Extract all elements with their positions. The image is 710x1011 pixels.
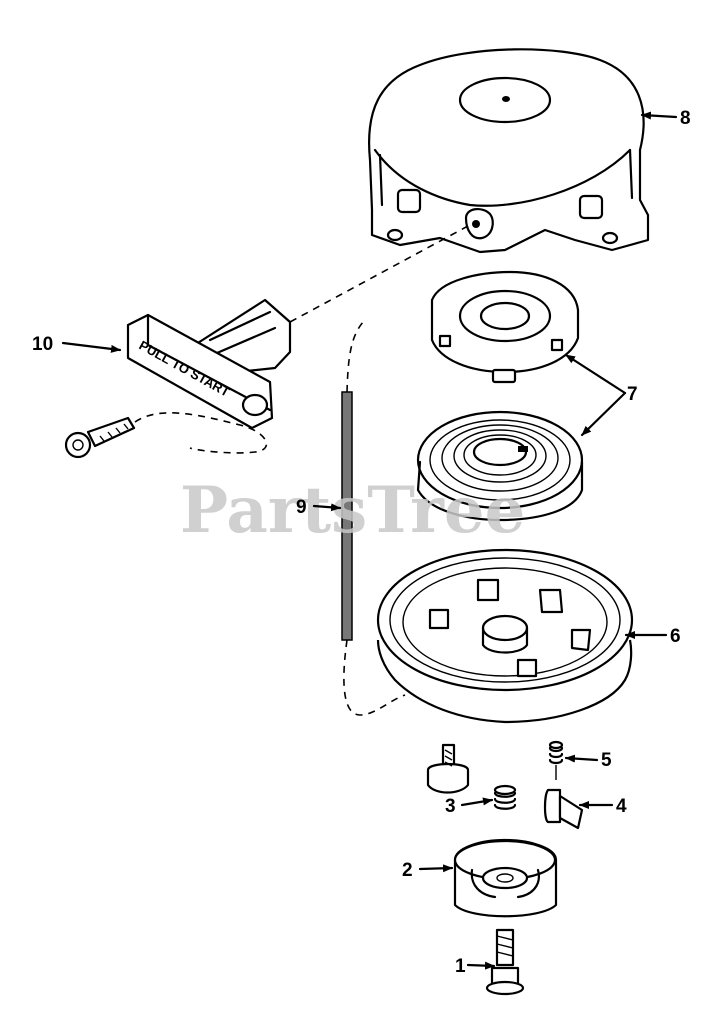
part-4-pawl <box>543 788 584 830</box>
callout-2-label: 2 <box>402 860 413 881</box>
callout-7: 7 <box>564 353 638 437</box>
part-9-starter-rope <box>341 319 406 716</box>
callout-4-label: 4 <box>616 796 627 817</box>
part-5-small-spring <box>548 740 564 780</box>
callout-9-label: 9 <box>296 497 307 518</box>
watermark-text: PartsTree <box>180 473 525 548</box>
callout-6-label: 6 <box>670 626 681 647</box>
part-8-starter-housing <box>368 48 650 254</box>
callout-3: 3 <box>445 796 494 817</box>
part-10-starter-handle: PULL TO START <box>126 298 292 430</box>
callout-6: 6 <box>624 626 681 647</box>
callout-10: 10 <box>32 334 122 355</box>
callout-10-label: 10 <box>32 334 53 355</box>
callout-5: 5 <box>564 750 612 771</box>
pulley-screw <box>426 743 470 794</box>
callout-1-label: 1 <box>455 956 466 977</box>
part-2-retainer <box>453 838 558 918</box>
callout-9: 9 <box>296 497 342 518</box>
callout-1: 1 <box>455 956 496 977</box>
part-1-shoulder-bolt <box>485 928 525 996</box>
callout-8-label: 8 <box>680 108 691 129</box>
callout-4: 4 <box>578 796 627 817</box>
callout-8: 8 <box>640 108 691 129</box>
part-3-brake-spring <box>493 784 517 810</box>
callout-3-label: 3 <box>445 796 456 817</box>
callout-5-label: 5 <box>601 750 612 771</box>
part-6-pulley <box>376 548 634 724</box>
handle-screw <box>64 412 268 459</box>
callout-7-label: 7 <box>627 384 638 405</box>
callout-2: 2 <box>402 860 454 881</box>
part-7-spring-cover <box>430 270 580 384</box>
part-7-recoil-spring <box>416 410 584 522</box>
